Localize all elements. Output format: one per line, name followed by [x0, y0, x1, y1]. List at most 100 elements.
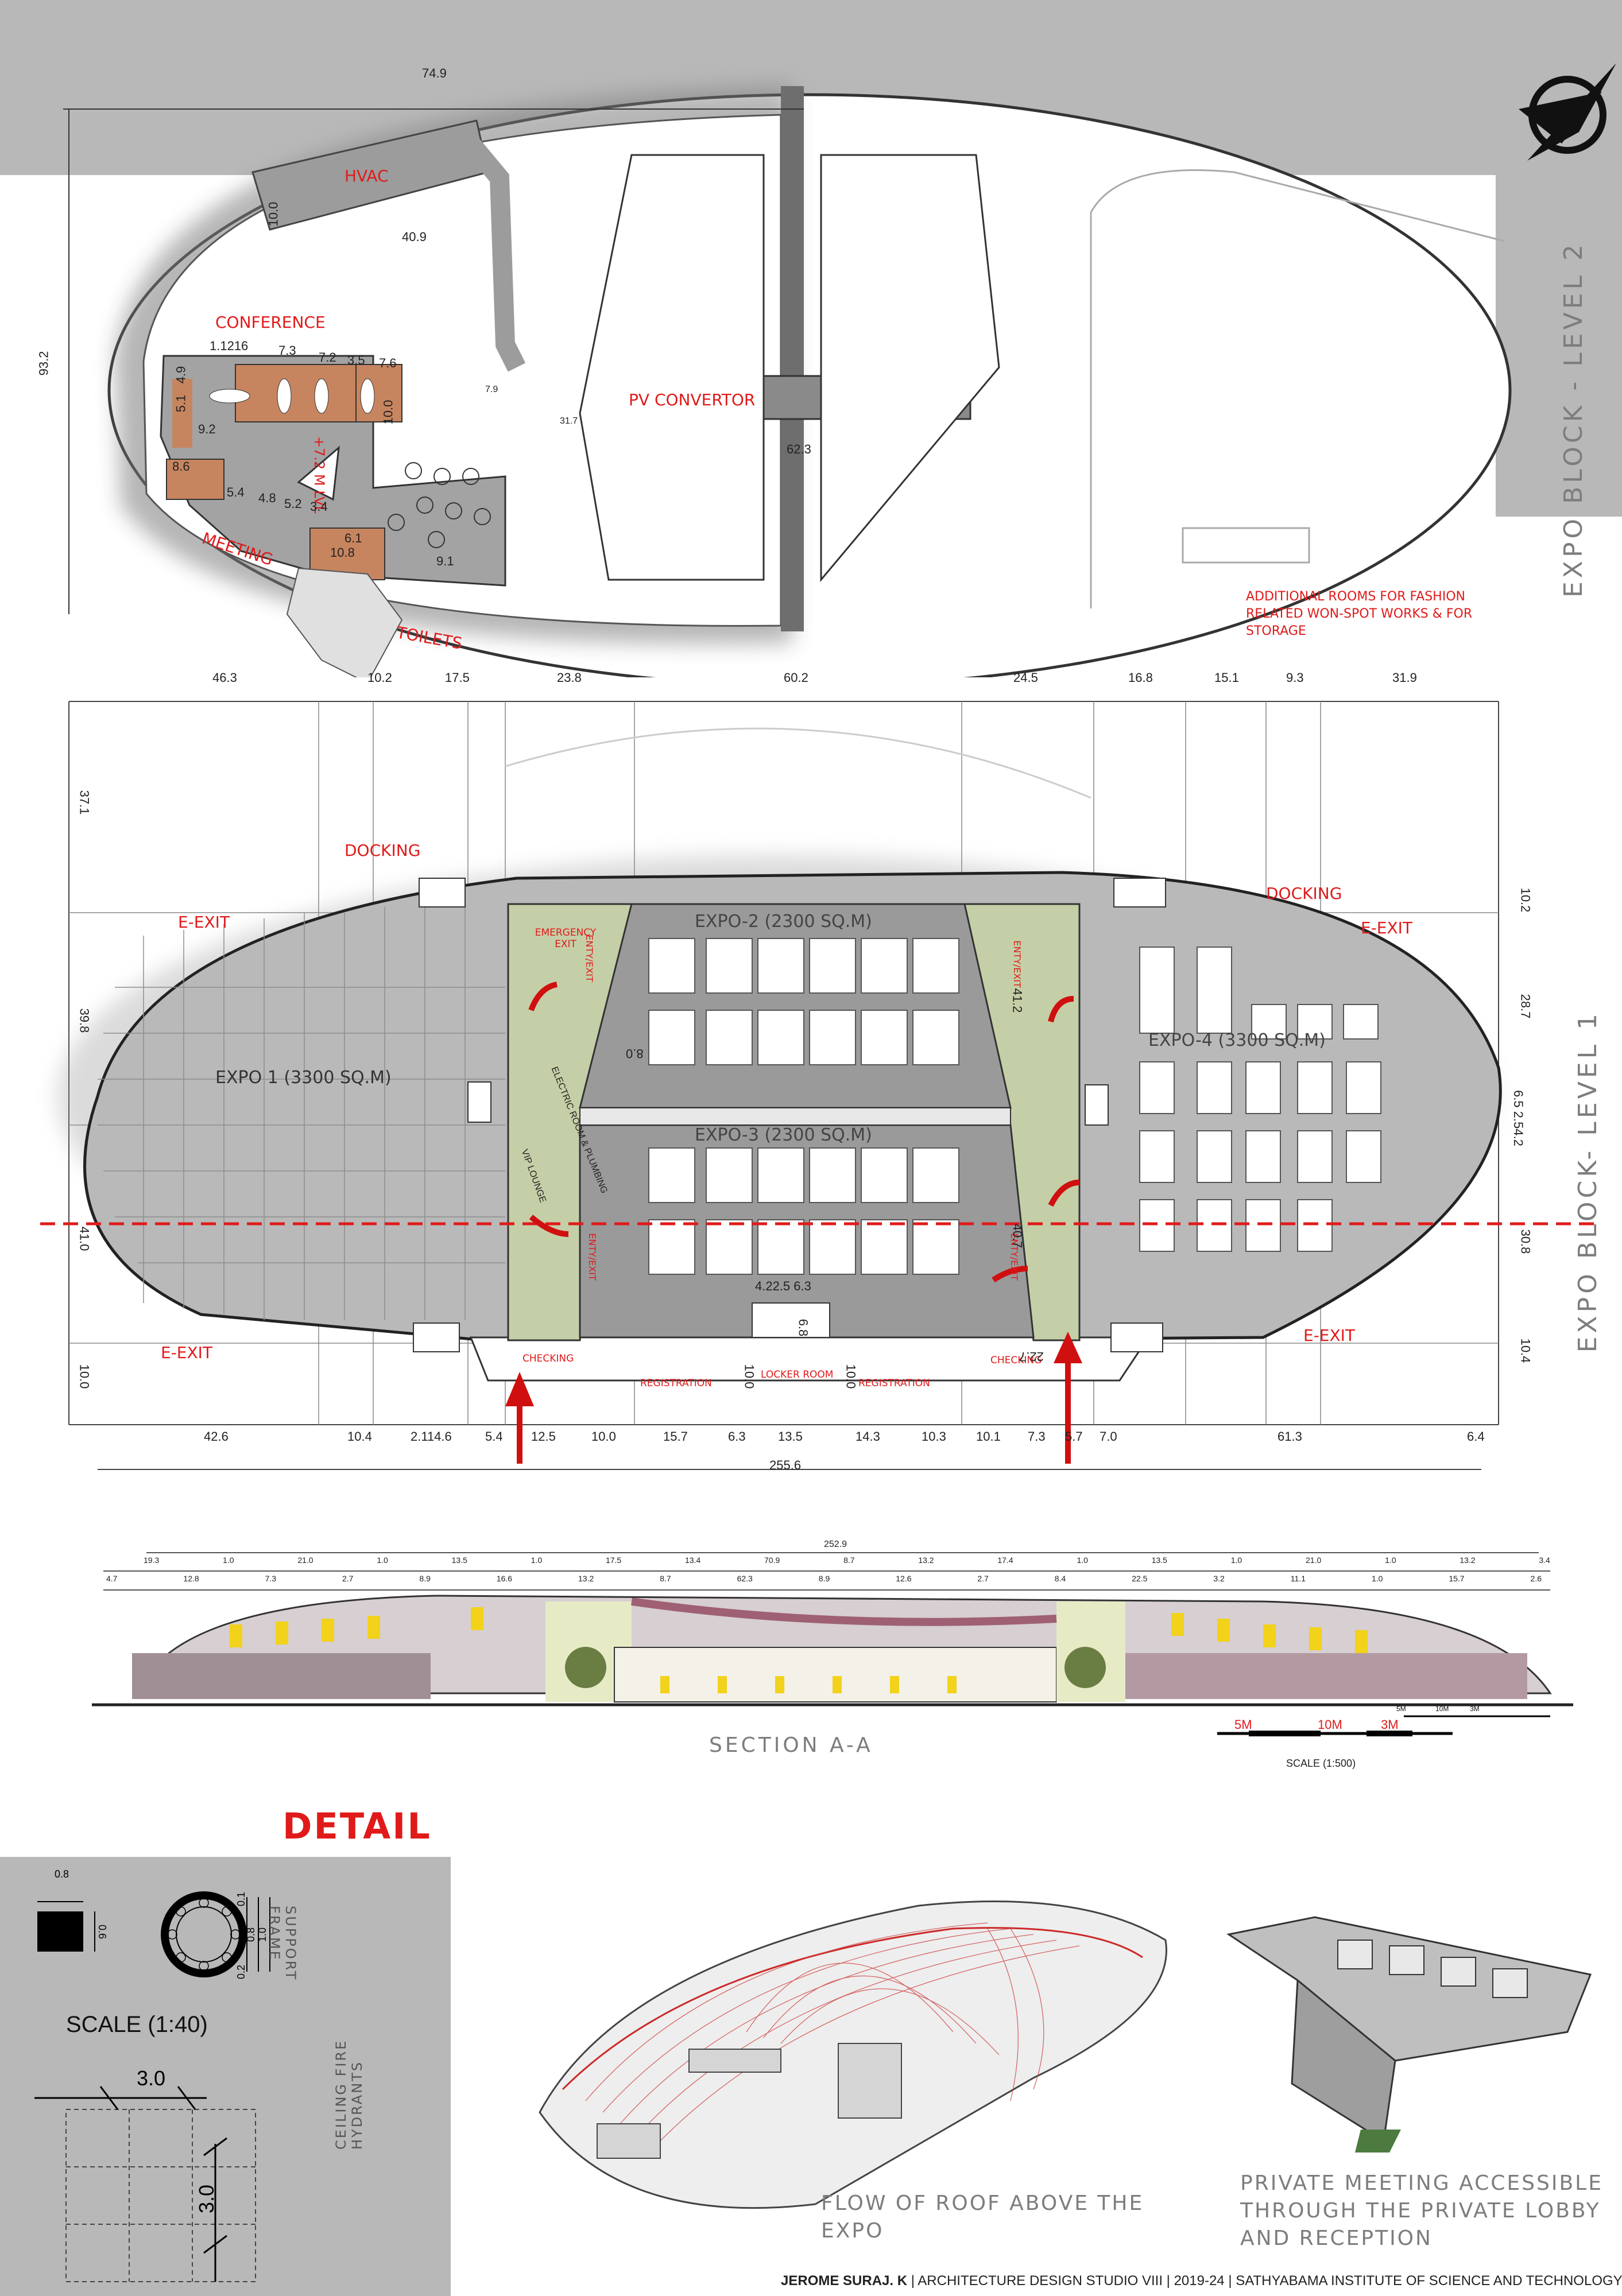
l1-left-2: 41.0 [77, 1226, 92, 1251]
detail-title: DETAIL [282, 1805, 432, 1847]
l1-inner-2: 40.7 [1010, 1223, 1025, 1248]
detail-d4: 0.8 [245, 1927, 257, 1942]
l1-left-0: 37.1 [77, 790, 92, 815]
registration-right: REGISTRATION [858, 1378, 930, 1389]
detail-d2: 0.6 [96, 1924, 109, 1940]
l1-right-4: 10.4 [1518, 1338, 1533, 1363]
l1-top-0: 46.3 [212, 670, 237, 685]
l1-bot-16: 6.4 [1467, 1429, 1485, 1444]
sec-r2-13: 22.5 [1132, 1574, 1148, 1583]
compass-icon [1519, 63, 1616, 161]
grid-top-dim: 3.0 [137, 2066, 166, 2090]
l2-dim-conf-0: 1.1216 [210, 339, 249, 353]
footer-name: JEROME SURAJ. K [781, 2273, 908, 2289]
checking-left: CHECKING [522, 1353, 574, 1364]
l1-top-5: 24.5 [1013, 670, 1038, 685]
sec-row2: 4.7 12.8 7.3 2.7 8.9 16.6 13.2 8.7 62.3 … [106, 1574, 1542, 1583]
sec-r2-3: 2.7 [342, 1574, 354, 1583]
docking-left: DOCKING [344, 841, 421, 860]
sec-r1-15: 21.0 [1306, 1556, 1322, 1565]
scale-5m: 5M [1234, 1717, 1252, 1732]
l1-top-3: 23.8 [557, 670, 582, 685]
hydrants-label: CEILING FIRE HYDRANTS [333, 2039, 365, 2150]
l2-dim-conf-4: 7.6 [379, 356, 397, 370]
footer-rest: | ARCHITECTURE DESIGN STUDIO VIII | 2019… [907, 2273, 1622, 2289]
detail-d1: 0.8 [55, 1868, 69, 1880]
sec-overall: 252.9 [824, 1539, 847, 1549]
scale-text: SCALE (1:500) [1286, 1758, 1356, 1769]
conference-label: CONFERENCE [215, 313, 326, 332]
sec-r2-4: 8.9 [419, 1574, 431, 1583]
l2-dim-misc-8: 3.4 [310, 499, 328, 514]
toilets-block [286, 567, 403, 677]
l1-bot-11: 10.1 [976, 1429, 1001, 1444]
sec-r2-9: 8.9 [818, 1574, 830, 1583]
level2-right-panel [1496, 175, 1622, 517]
l1-bot-0: 42.6 [204, 1429, 229, 1444]
l1-top-2: 17.5 [445, 670, 470, 685]
l2-dim-misc-13: 7.9 [485, 385, 498, 394]
support-ring [161, 1891, 247, 1977]
sec-r1-5: 1.0 [531, 1556, 543, 1565]
sec-r1-7: 13.4 [684, 1556, 701, 1565]
eexit-bottom-right: E-EXIT [1303, 1326, 1356, 1345]
sec-r2-12: 8.4 [1054, 1574, 1066, 1583]
l2-dim-left: 93.2 [36, 351, 51, 376]
support-frame-label: SUPPORT FRAME [266, 1906, 299, 1981]
l1-inner-6: 10.0 [742, 1364, 757, 1389]
meeting-axonometric [1226, 1916, 1592, 2152]
l2-dim-misc-6: 4.8 [258, 491, 276, 505]
l1-inner-3: 22.7 [1019, 1349, 1044, 1364]
l1-left-3: 10.0 [77, 1364, 92, 1389]
l1-inner-7: 10.0 [843, 1364, 858, 1389]
l1-right-2: 6.5 2.54.2 [1511, 1090, 1526, 1146]
sec-r2-6: 13.2 [578, 1574, 594, 1583]
l1-top-9: 31.9 [1392, 670, 1417, 685]
sec-r1-14: 1.0 [1230, 1556, 1242, 1565]
l1-bot-6: 15.7 [663, 1429, 688, 1444]
l2-dim-misc-0: 4.9 [173, 366, 188, 384]
sec-r1-13: 13.5 [1151, 1556, 1167, 1565]
l2-dim-conf-2: 7.2 [319, 350, 336, 364]
expo4-label: EXPO-4 (3300 SQ.M) [1148, 1030, 1326, 1050]
l1-bot-8: 13.5 [778, 1429, 803, 1444]
left-green-zone [507, 903, 633, 1341]
level1-plan [40, 701, 1602, 1470]
l2-dim-misc-11: 31.7 [560, 416, 578, 426]
eexit-bottom-left: E-EXIT [161, 1343, 213, 1362]
detail-d6: 0.2 [235, 1964, 247, 1980]
sec-r1-9: 8.7 [843, 1556, 855, 1565]
sec-r1-4: 13.5 [451, 1556, 467, 1565]
l1-bot-14: 7.0 [1100, 1429, 1117, 1444]
support-square [37, 1911, 83, 1952]
sec-r1-0: 19.3 [144, 1556, 160, 1565]
sec-r2-7: 8.7 [660, 1574, 671, 1583]
detail-scale: SCALE (1:40) [66, 2012, 208, 2037]
level2-plan [63, 63, 1616, 677]
l2-dim-hvac-w: 40.9 [402, 230, 427, 244]
detail-drawings [34, 1891, 270, 2282]
detail-d3: 0.1 [235, 1891, 247, 1907]
scale-3m-small: 3M [1470, 1705, 1480, 1713]
l1-overall: 255.6 [769, 1458, 802, 1472]
sec-r2-10: 12.6 [896, 1574, 912, 1583]
sec-r2-15: 11.1 [1290, 1574, 1306, 1583]
grid-side-dim: 3.0 [195, 2184, 219, 2214]
expo3-stalls [648, 1147, 959, 1275]
meeting-caption: PRIVATE MEETING ACCESSIBLE THROUGH THE P… [1240, 2171, 1603, 2250]
scale-bar [1217, 1715, 1550, 1736]
sec-r1-3: 1.0 [377, 1556, 388, 1565]
l2-dim-misc-12: 9.1 [436, 554, 454, 568]
l1-top-4: 60.2 [784, 670, 808, 685]
checking-right: CHECKING [990, 1355, 1042, 1366]
l1-bot-13: 5.7 [1065, 1429, 1083, 1444]
l2-dim-misc-5: 5.4 [227, 485, 245, 499]
level2-note: ADDITIONAL ROOMS FOR FASHION RELATED WON… [1246, 589, 1473, 638]
sec-r1-2: 21.0 [297, 1556, 313, 1565]
l2-dim-misc-10: 10.8 [330, 545, 355, 560]
l1-bot-7: 6.3 [728, 1429, 746, 1444]
sec-r2-11: 2.7 [977, 1574, 989, 1583]
l1-bot-4: 12.5 [531, 1429, 556, 1444]
sec-row1: 19.3 1.0 21.0 1.0 13.5 1.0 17.5 13.4 70.… [144, 1556, 1550, 1565]
entry-3: ENTY/EXIT [1011, 940, 1023, 988]
